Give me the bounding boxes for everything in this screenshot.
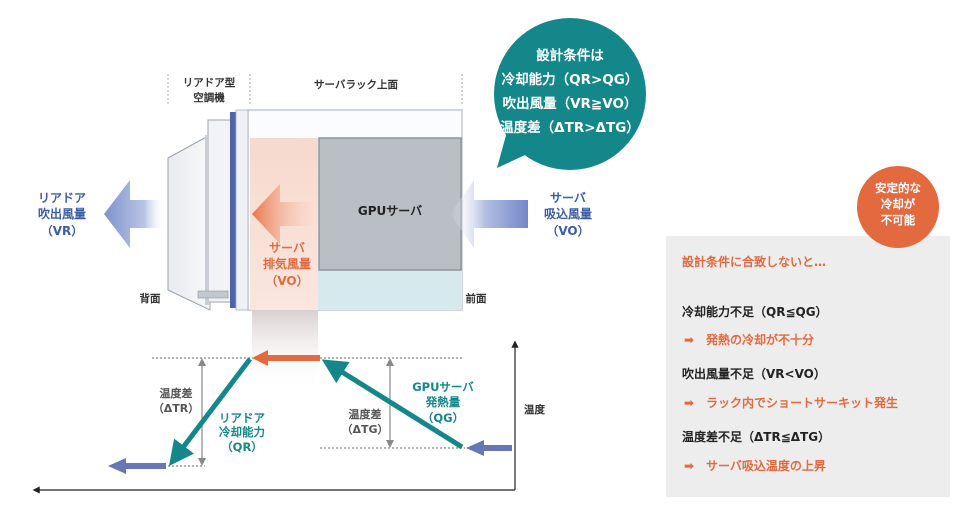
design-condition-bubble [494, 18, 646, 170]
rear-door-cooling-arrow [168, 357, 252, 466]
heat-label-1: GPUサーバ [412, 380, 474, 394]
rear-door-outlet-label-3: （VR） [41, 223, 84, 238]
rear-door-outlet-label-2: 吹出風量 [38, 206, 86, 221]
exhaust-label-3: （VO） [265, 273, 308, 288]
badge-line-3: 不可能 [881, 213, 916, 227]
rear-door-outlet-arrow [104, 180, 166, 248]
delta-tg-label-1: 温度差 [349, 407, 382, 421]
rear-door-outlet-label-1: リアドア [38, 191, 86, 205]
heat-label-2: 発熱量 [425, 395, 461, 409]
bubble-line-1: 設計条件は [536, 47, 604, 64]
rack-top-title: サーバラック上面 [314, 78, 398, 91]
condition-3: 温度差不足（ΔTR≦ΔTG） [682, 429, 830, 444]
front-label: 前面 [466, 292, 487, 305]
panel-title: 設計条件に合致しないと… [682, 254, 826, 269]
rear-door-title-1: リアドア型 [183, 76, 236, 89]
server-intake-label-1: サーバ [550, 191, 586, 205]
rear-door-unit [167, 109, 249, 311]
header-dividers [167, 74, 463, 104]
exhaust-temp-arrow [252, 350, 320, 366]
server-exhaust-arrow [252, 184, 318, 244]
gpu-server-box [318, 137, 462, 271]
gpu-heat-arrow [321, 359, 464, 450]
heat-label-3: （QG） [422, 411, 464, 425]
cooling-label-1: リアドア [219, 411, 265, 425]
server-intake-label-3: （VO） [546, 223, 589, 238]
result-1: 発熱の冷却が不十分 [705, 332, 814, 347]
cooling-label-2: 冷却能力 [219, 425, 265, 439]
result-arrow-2: ➡ [684, 396, 694, 410]
delta-tg-label-2: （ΔTG） [341, 423, 388, 436]
exhaust-fade [252, 310, 318, 390]
exhaust-label-1: サーバ [269, 241, 305, 255]
server-intake-arrow [450, 180, 528, 248]
gpu-server-label: GPUサーバ [358, 204, 422, 218]
mismatch-panel [666, 236, 950, 497]
outlet-temp-arrow [108, 458, 166, 474]
rear-door-title-2: 空調機 [193, 91, 225, 104]
badge-line-1: 安定的な [875, 181, 921, 195]
cooling-label-3: （QR） [221, 440, 263, 454]
unstable-cooling-badge [857, 166, 939, 248]
badge-line-2: 冷却が [881, 197, 916, 211]
temperature-graph [32, 340, 519, 494]
temperature-axis-label: 温度 [524, 403, 545, 416]
result-3: サーバ吸込温度の上昇 [706, 458, 826, 473]
bubble-line-2: 冷却能力（QR>QG） [502, 71, 639, 88]
bubble-line-4: 温度差（ΔTR>ΔTG） [500, 119, 640, 136]
result-arrow-1: ➡ [684, 333, 694, 347]
bubble-line-3: 吹出風量（VR≧VO） [503, 95, 638, 112]
intake-temp-arrow [466, 440, 512, 456]
server-intake-label-2: 吸込風量 [544, 206, 592, 221]
rack-lower-band [318, 270, 462, 310]
exhaust-label-2: 排気風量 [263, 256, 311, 271]
back-label: 背面 [140, 292, 161, 305]
condition-2: 吹出風量不足（VR<VO） [682, 366, 826, 381]
delta-tr-label-2: （ΔTR） [153, 402, 200, 415]
result-arrow-3: ➡ [684, 459, 694, 473]
delta-tr-label-1: 温度差 [160, 386, 193, 400]
result-2: ラック内でショートサーキット発生 [706, 395, 898, 410]
condition-1: 冷却能力不足（QR≦QG） [682, 304, 828, 319]
